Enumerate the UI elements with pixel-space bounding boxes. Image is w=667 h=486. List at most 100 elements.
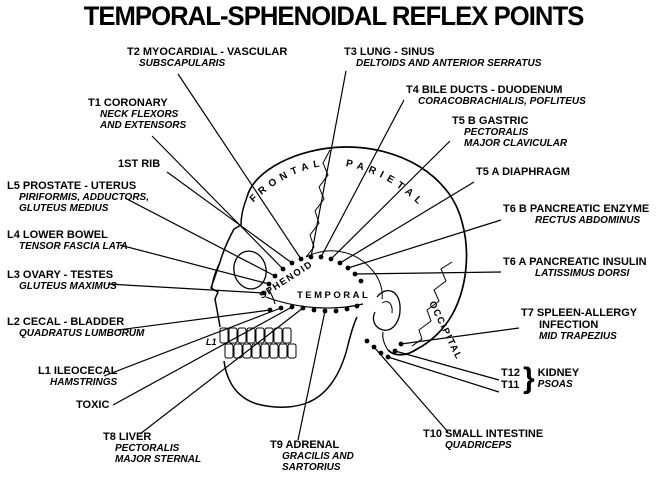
label-kidney-group: T12 T11 } KIDNEY PSOAS — [501, 362, 579, 395]
leader-line-l1 — [103, 307, 282, 377]
label-muscle: SARTORIUS — [282, 462, 341, 474]
label-title: T6 B PANCREATIC ENZYME — [503, 203, 650, 215]
label-title: T6 A PANCREATIC INSULIN — [503, 256, 647, 268]
leader-line-t8 — [139, 307, 304, 435]
label-muscle: SUBSCAPULARIS — [139, 58, 226, 70]
label-title: L3 OVARY - TESTES — [7, 269, 114, 281]
label-t5b-gastric: T5 B GASTRIC PECTORALIS MAJOR CLAVICULAR — [452, 115, 567, 149]
leader-line-l5 — [124, 197, 276, 277]
label-muscle: HAMSTRINGS — [50, 377, 118, 389]
leader-line-t7 — [400, 327, 520, 345]
label-title: T10 SMALL INTESTINE — [423, 428, 544, 440]
leader-line-t6b — [347, 219, 502, 269]
label-muscle: PSOAS — [537, 379, 573, 391]
label-muscle: LATISSIMUS DORSI — [535, 268, 630, 280]
leader-line-l2 — [117, 309, 271, 331]
label-muscle: NECK FLEXORS — [100, 109, 179, 121]
lower-teeth — [224, 343, 297, 359]
label-t9-adrenal: T9 ADRENAL GRACILIS AND SARTORIUS — [270, 439, 354, 473]
label-t7-spleen-allergy: T7 SPLEEN-ALLERGY INFECTION MID TRAPEZIU… — [521, 307, 637, 342]
leader-line-t9 — [297, 310, 326, 441]
diagram-title: TEMPORAL-SPHENOIDAL REFLEX POINTS — [83, 1, 585, 31]
label-l3-ovary-testes: L3 OVARY - TESTES GLUTEUS MAXIMUS — [7, 269, 117, 292]
leader-line-t3 — [310, 70, 347, 258]
mandible — [223, 316, 358, 408]
leader-line-toxic — [112, 306, 293, 406]
zygomatic-arch — [265, 296, 364, 309]
label-l4-lower-bowel: L4 LOWER BOWEL TENSOR FASCIA LATA — [7, 229, 128, 252]
lambdoid-suture — [411, 261, 453, 347]
leader-line-t10 — [373, 346, 449, 433]
label-t11: T11 — [501, 378, 520, 391]
temporal-reflex-dots — [267, 303, 360, 314]
leader-line-t5b — [330, 140, 451, 260]
label-title: T5 B GASTRIC — [452, 115, 529, 127]
label-t10-small-intestine: T10 SMALL INTESTINE QUADRICEPS — [423, 428, 543, 451]
region-label-temporal: TEMPORAL — [297, 290, 370, 301]
ear-outline — [372, 289, 401, 331]
label-toxic: TOXIC — [76, 399, 109, 411]
leader-line-t6a — [354, 271, 502, 275]
leader-line-t2 — [177, 73, 302, 260]
label-1st-rib: 1ST RIB — [118, 158, 160, 170]
region-label-frontal: FRONTAL — [248, 158, 326, 205]
label-muscle: PECTORALIS — [464, 127, 529, 139]
label-muscle: MAJOR STERNAL — [115, 454, 202, 466]
label-muscle: TENSOR FASCIA LATA — [19, 241, 128, 253]
label-title: T7 SPLEEN-ALLERGY — [521, 307, 638, 319]
label-l1-ileocecal: L1 ILEOCECAL HAMSTRINGS — [38, 365, 117, 388]
label-title: T4 BILE DUCTS - DUODENUM — [406, 84, 563, 96]
skull-drawing — [210, 146, 468, 408]
label-title: T5 A DIAPHRAGM — [476, 166, 570, 178]
label-title: T1 CORONARY — [88, 97, 168, 109]
label-muscle: RECTUS ABDOMINUS — [535, 215, 641, 227]
upper-teeth — [219, 327, 292, 344]
label-title: 1ST RIB — [118, 158, 161, 170]
label-title: T2 MYOCARDIAL - VASCULAR — [127, 46, 288, 58]
leader-line-1st-rib — [166, 171, 293, 264]
leader-line-t1 — [151, 135, 284, 270]
inline-l1-label: L1 — [206, 337, 217, 347]
label-muscle: AND EXTENSORS — [100, 120, 187, 132]
leader-line-l4 — [119, 244, 270, 285]
label-muscle: QUADRATUS LUMBORUM — [19, 328, 145, 340]
label-t5a-diaphragm: T5 A DIAPHRAGM — [476, 166, 570, 178]
leader-line-t5a — [339, 181, 475, 264]
label-t6a-pancreatic-insulin: T6 A PANCREATIC INSULIN LATISSIMUS DORSI — [503, 256, 647, 279]
occipital-reflex-dots — [364, 338, 404, 360]
label-muscle: GLUTEUS MAXIMUS — [19, 281, 117, 293]
label-muscle: GLUTEUS MEDIUS — [19, 203, 109, 215]
label-muscle: PECTORALIS — [115, 443, 180, 455]
label-title: L4 LOWER BOWEL — [7, 229, 108, 241]
label-muscle: PIRIFORMIS, ADDUCTORS, — [19, 192, 150, 204]
label-title: TOXIC — [76, 399, 110, 411]
ear-inner — [381, 301, 393, 314]
label-t3-lung-sinus: T3 LUNG - SINUS DELTOIDS AND ANTERIOR SE… — [344, 46, 541, 69]
region-label-parietal: PARIETAL — [345, 158, 428, 210]
label-title: L2 CECAL - BLADDER — [7, 316, 125, 328]
label-t1-coronary: T1 CORONARY NECK FLEXORS AND EXTENSORS — [88, 97, 186, 131]
label-muscle: MAJOR CLAVICULAR — [464, 138, 568, 150]
label-muscle: CORACOBRACHIALIS, POFLITEUS — [418, 96, 586, 108]
label-l2-cecal-bladder: L2 CECAL - BLADDER QUADRATUS LUMBORUM — [7, 316, 144, 339]
leader-line-l3 — [107, 283, 265, 294]
leader-line-t12 — [394, 350, 500, 381]
label-t2-myocardial: T2 MYOCARDIAL - VASCULAR SUBSCAPULARIS — [127, 46, 287, 69]
label-title: T8 LIVER — [103, 431, 152, 443]
label-l5-prostate-uterus: L5 PROSTATE - UTERUS PIRIFORMIS, ADDUCTO… — [7, 180, 149, 214]
label-muscle: QUADRICEPS — [445, 440, 512, 452]
sphenoid-reflex-dots — [261, 254, 364, 296]
label-title-line2: INFECTION — [539, 319, 599, 332]
label-t8-liver: T8 LIVER PECTORALIS MAJOR STERNAL — [103, 431, 201, 465]
kidney-brace: } — [522, 362, 535, 395]
eye-socket — [233, 250, 267, 290]
region-label-occipital: OCCIPITAL — [426, 299, 464, 361]
label-title: T9 ADRENAL — [270, 439, 340, 451]
label-t12: T12 — [501, 366, 520, 379]
label-muscle: MID TRAPEZIUS — [539, 331, 617, 343]
leader-line-t11 — [387, 356, 500, 393]
label-t4-bile-ducts: T4 BILE DUCTS - DUODENUM CORACOBRACHIALI… — [406, 84, 586, 107]
label-muscle: GRACILIS AND — [282, 451, 354, 463]
